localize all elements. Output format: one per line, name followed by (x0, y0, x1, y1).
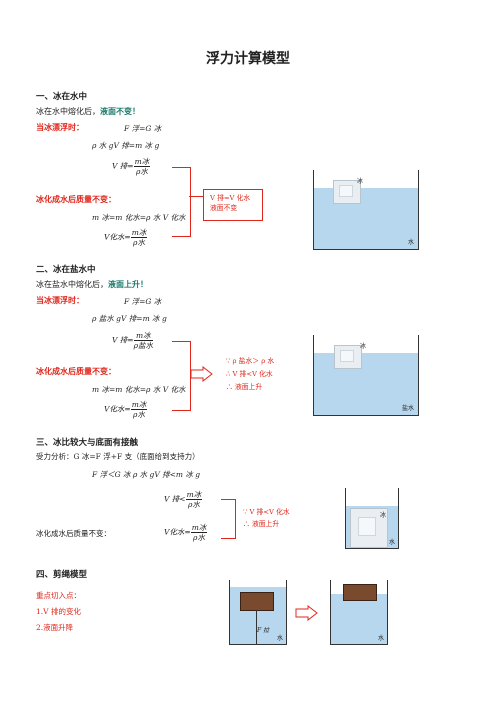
section1-intro: 冰在水中熔化后，液面不变！ (36, 106, 140, 116)
section3-reason1: ∵ V 排<V 化水 (243, 508, 290, 516)
section4-wood-block-left (240, 592, 274, 611)
section1-eq2: ρ 水 gV 排=m 冰 g (92, 141, 160, 150)
section3-beaker: 冰 水 (345, 488, 399, 549)
section2-melt-label: 冰化成水后质量不变： (36, 367, 116, 376)
section3-eq1: F 浮＜G 冰 ρ 水 gV 排<m 冰 g (92, 470, 201, 479)
section3-reason2: ∴ 液面上升 (243, 520, 280, 528)
section4-focus2: 2.液面升降 (36, 623, 74, 632)
section2-ice-label: 冰 (360, 343, 367, 350)
section3-melt-label: 冰化成水后质量不变： (36, 529, 111, 538)
section4-focus-title: 重点切入点： (36, 591, 81, 600)
section4-liquid-right-label: 水 (377, 635, 384, 642)
section4-beaker-left: F 拉 水 (229, 580, 287, 645)
section1-heading: 一、冰在水中 (36, 92, 88, 102)
section2-ice-cube (334, 345, 362, 369)
section1-ice-cube (333, 180, 361, 204)
page-title: 浮力计算模型 (206, 51, 290, 67)
section4-beaker-right: 水 (330, 580, 388, 645)
section2-beaker: 冰 盐水 (313, 335, 419, 416)
section3-analysis: 受力分析：G 冰=F 浮+F 支（底面给到支持力） (36, 452, 200, 461)
section3-heading: 三、冰比较大与底面有接触 (36, 438, 139, 448)
section4-water-right (331, 594, 387, 644)
section2-heading: 二、冰在盐水中 (36, 265, 96, 275)
section4-liquid-left-label: 水 (276, 635, 283, 642)
section3-bracket (221, 499, 236, 539)
section4-string (256, 610, 257, 644)
section3-ice-block (350, 508, 388, 548)
section4-force-label: F 拉 (257, 627, 270, 634)
section2-eq1: F 浮=G 冰 (124, 297, 162, 306)
section4-wood-block-right (343, 584, 377, 601)
section2-eq2: ρ 盐水 gV 排=m 冰 g (92, 314, 167, 323)
section1-melt-label: 冰化成水后质量不变： (36, 195, 116, 204)
section2-intro: 冰在盐水中熔化后，液面上升！ (36, 279, 148, 289)
section1-water (314, 188, 418, 249)
section1-eq3: m 冰=m 化水=ρ 水 V 化水 (92, 213, 186, 222)
section4-arrow-icon (295, 605, 318, 621)
section1-eq1: F 浮=G 冰 (124, 124, 162, 133)
section1-beaker: 冰 水 (313, 170, 419, 250)
section2-water (314, 353, 418, 415)
section2-bracket (172, 341, 191, 411)
section4-heading: 四、剪绳模型 (36, 570, 88, 580)
section1-bracket (172, 167, 191, 237)
section1-float-label: 当冰漂浮时： (36, 123, 84, 132)
section4-focus1: 1.V 排的变化 (36, 607, 81, 616)
section1-connector (189, 196, 203, 197)
section2-reason3: ∴ 液面上升 (226, 383, 263, 391)
section1-ice-label: 冰 (357, 178, 364, 185)
section2-eq3: m 冰=m 化水=ρ 水 V 化水 (92, 385, 186, 394)
section2-reason1: ∵ ρ 盐水＞ ρ 水 (226, 357, 275, 365)
section2-arrow-icon (190, 366, 213, 382)
section3-ice-label: 冰 (380, 512, 387, 519)
section3-liquid-label: 水 (388, 539, 395, 546)
section1-liquid-label: 水 (407, 239, 414, 246)
section2-float-label: 当冰漂浮时： (36, 296, 84, 305)
section1-result-box: V 排=V 化水 液面不变 (203, 189, 263, 221)
section2-reason2: ∴ V 排<V 化水 (226, 370, 273, 378)
section2-liquid-label: 盐水 (401, 405, 414, 412)
